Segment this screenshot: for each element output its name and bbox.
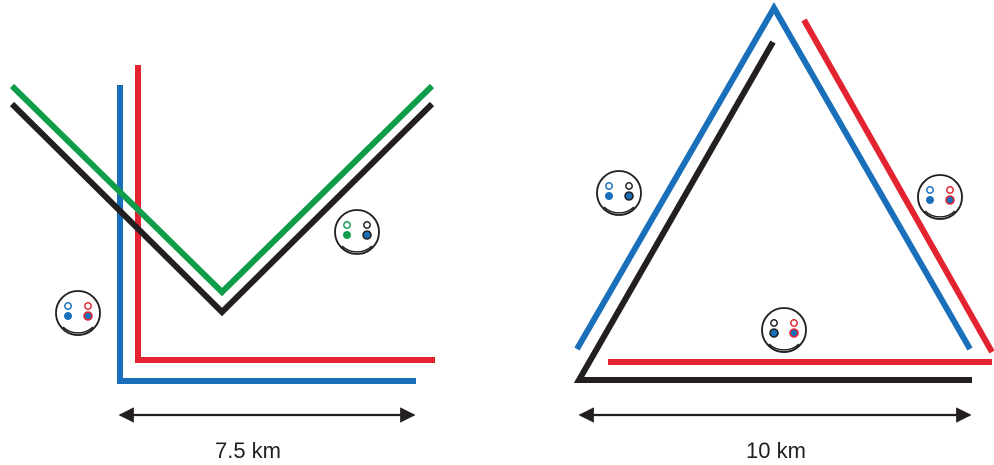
port-filled-blue-red — [83, 311, 93, 321]
left-scale-label: 7.5 km — [215, 438, 281, 463]
left-black-arm — [9, 101, 435, 317]
port-filled-blue-black — [362, 230, 372, 240]
port-filled-green — [343, 231, 351, 239]
left-corner-detector — [55, 290, 101, 336]
port-open-red — [946, 186, 954, 194]
right-panel: 10 km — [573, 1, 994, 463]
port-filled-blue-red — [945, 195, 955, 205]
right-right-detector — [917, 174, 963, 220]
port-open-black — [770, 319, 778, 327]
right-left-detector — [596, 170, 642, 216]
right-bottom-detector — [761, 307, 807, 353]
port-open-green — [343, 221, 351, 229]
port-filled-blue — [926, 196, 934, 204]
right-red-arm — [801, 18, 994, 354]
port-filled-blue-red — [789, 328, 799, 338]
port-open-black — [625, 182, 633, 190]
right-black-arm — [573, 40, 972, 383]
left-v-detector — [334, 209, 380, 255]
port-open-blue — [926, 186, 934, 194]
port-filled-blue — [64, 312, 72, 320]
left-red-arm — [135, 65, 435, 363]
right-blue-arm — [574, 1, 973, 351]
left-green-arm — [9, 83, 435, 297]
port-open-blue — [605, 182, 613, 190]
port-open-blue — [64, 302, 72, 310]
port-filled-blue — [605, 192, 613, 200]
port-open-black — [363, 221, 371, 229]
port-open-red — [84, 302, 92, 310]
left-panel: 7.5 km — [9, 65, 435, 463]
right-scale-label: 10 km — [746, 438, 806, 463]
port-filled-blue-black — [624, 191, 634, 201]
port-filled-blue-black — [769, 328, 779, 338]
left-blue-arm — [117, 85, 416, 384]
port-open-red — [790, 319, 798, 327]
